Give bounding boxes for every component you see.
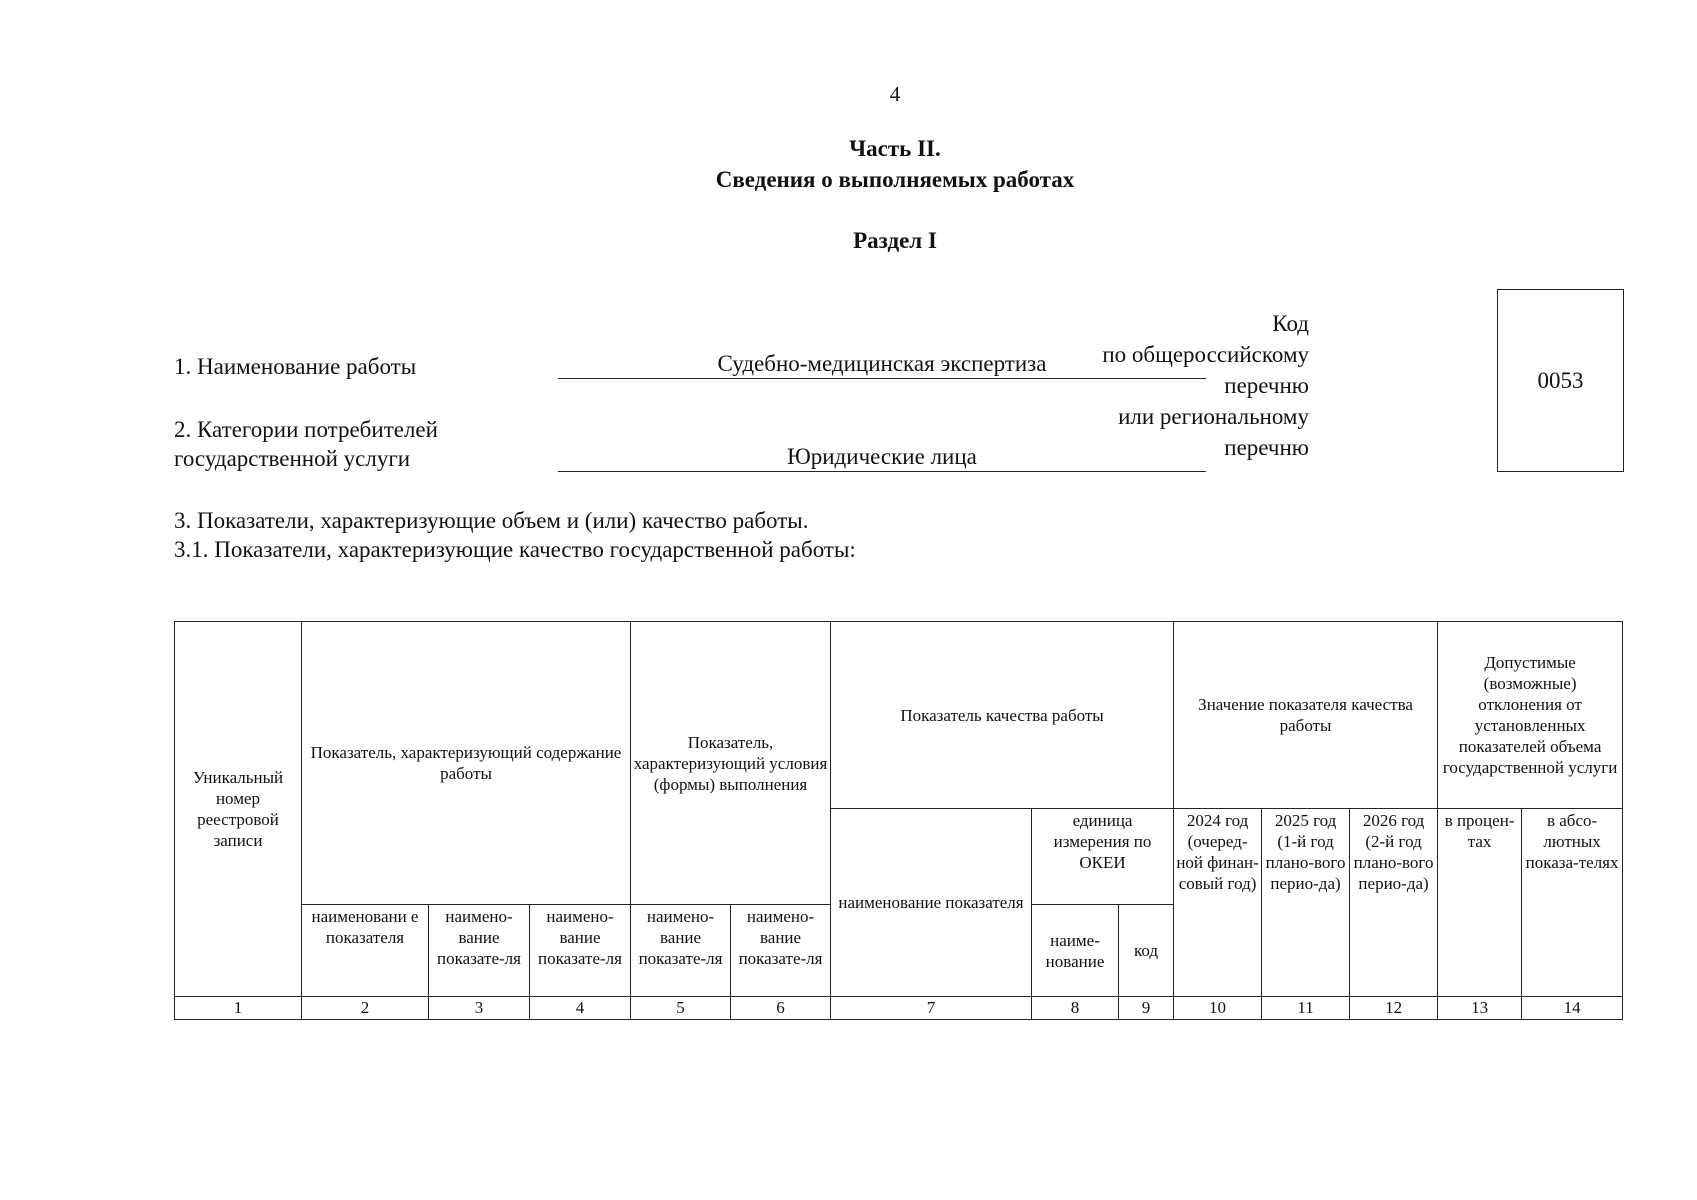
quality-indicator-header: Показатель качества работы [830, 621, 1175, 809]
quality-value-header: Значение показателя качества работы [1173, 621, 1439, 809]
column-number: 5 [630, 996, 732, 1020]
column-number: 3 [428, 996, 530, 1020]
code-label-line: Код [1272, 311, 1309, 336]
sub-col-4-header: наимено-вание показате-ля [528, 904, 632, 997]
column-number: 12 [1349, 996, 1439, 1020]
content-indicator-header: Показатель, характеризующий содержание р… [300, 621, 632, 905]
unit-code-header: код [1118, 904, 1175, 997]
code-label-line: по общероссийскому [1102, 342, 1309, 367]
column-number: 13 [1437, 996, 1523, 1020]
unit-name-header: наиме-нование [1031, 904, 1120, 997]
indicators-heading: 3. Показатели, характеризующие объем и (… [174, 508, 809, 533]
in-percent-header: в процен-тах [1437, 808, 1523, 997]
column-number: 10 [1173, 996, 1263, 1020]
code-label-line: или региональному [1118, 404, 1309, 429]
conditions-indicator-header: Показатель, характеризующий условия (фор… [630, 621, 832, 905]
sub-col-3-header: наимено-вание показате-ля [428, 904, 530, 997]
consumers-label-line1: 2. Категории потребителей [174, 417, 438, 442]
part-title: Часть II. [849, 136, 941, 161]
page-number: 4 [889, 82, 901, 106]
unit-okei-header: единица измерения по ОКЕИ [1031, 808, 1175, 905]
column-number: 9 [1118, 996, 1175, 1020]
code-value-box: 0053 [1497, 289, 1624, 472]
code-label-line: перечню [1224, 435, 1309, 460]
part-subtitle: Сведения о выполняемых работах [715, 167, 1075, 192]
work-name-label: 1. Наименование работы [174, 354, 417, 379]
indicator-name-header: наименование показателя [830, 808, 1033, 997]
year-2026-header: 2026 год (2-й год плано-вого перио-да) [1349, 808, 1439, 997]
column-number: 11 [1261, 996, 1351, 1020]
in-absolute-header: в абсо-лютных показа-телях [1521, 808, 1624, 997]
deviations-header: Допустимые (возможные) отклонения от уст… [1437, 621, 1624, 809]
column-number: 2 [301, 996, 429, 1020]
column-number: 6 [730, 996, 832, 1020]
consumers-label-line2: государственной услуги [174, 446, 411, 471]
sub-col-6-header: наимено-вание показате-ля [730, 904, 832, 997]
year-2025-header: 2025 год (1-й год плано-вого перио-да) [1261, 808, 1351, 997]
code-value: 0053 [1537, 367, 1584, 393]
quality-heading: 3.1. Показатели, характеризующие качеств… [174, 537, 856, 562]
year-2024-header: 2024 год (очеред-ной финан-совый год) [1173, 808, 1263, 997]
section-title: Раздел I [853, 228, 937, 253]
sub-col-2-header: наименовани е показателя [301, 904, 429, 997]
column-number: 7 [830, 996, 1033, 1020]
work-name-value: Судебно-медицинская экспертиза [558, 350, 1206, 379]
column-number: 8 [1031, 996, 1120, 1020]
code-label: Код по общероссийскому перечню или регио… [1009, 308, 1309, 463]
sub-col-5-header: наимено-вание показате-ля [630, 904, 732, 997]
column-number: 14 [1521, 996, 1624, 1020]
unique-number-header: Уникальный номер реестровой записи [174, 621, 302, 997]
quality-indicators-table: Уникальный номер реестровой записи Показ… [174, 621, 1624, 1020]
code-label-line: перечню [1224, 373, 1309, 398]
column-number: 4 [528, 996, 632, 1020]
column-number: 1 [174, 996, 302, 1020]
consumers-value: Юридические лица [558, 443, 1206, 472]
